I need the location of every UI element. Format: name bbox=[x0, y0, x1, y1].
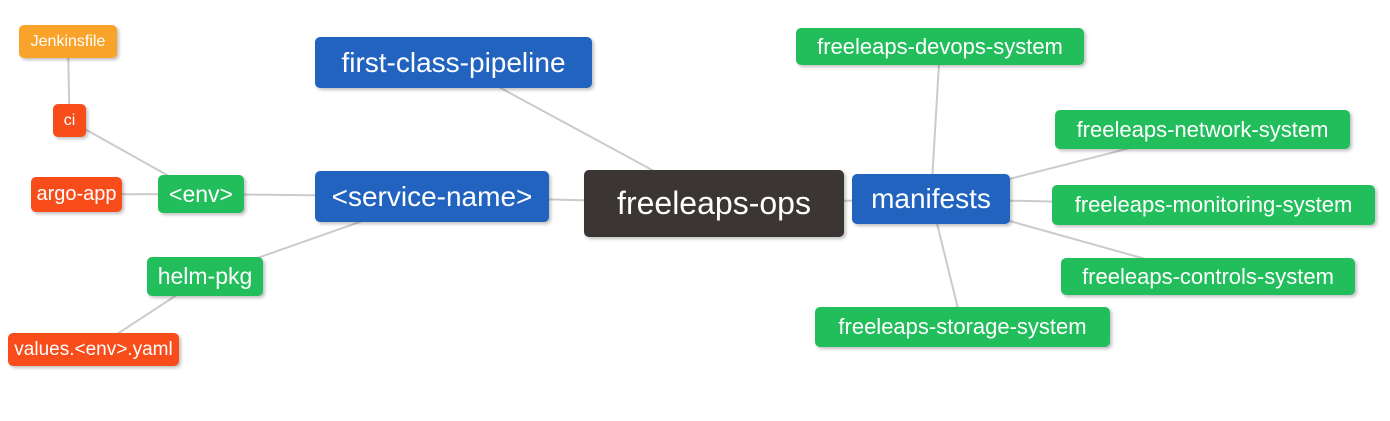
node-network-system[interactable]: freeleaps-network-system bbox=[1055, 110, 1350, 149]
node-monitoring-system[interactable]: freeleaps-monitoring-system bbox=[1052, 185, 1375, 225]
node-jenkinsfile[interactable]: Jenkinsfile bbox=[19, 25, 117, 58]
node-devops-system[interactable]: freeleaps-devops-system bbox=[796, 28, 1084, 65]
node-env[interactable]: <env> bbox=[158, 175, 244, 213]
node-service-name[interactable]: <service-name> bbox=[315, 171, 549, 222]
node-manifests[interactable]: manifests bbox=[852, 174, 1010, 224]
node-helm-pkg[interactable]: helm-pkg bbox=[147, 257, 263, 296]
node-ci[interactable]: ci bbox=[53, 104, 86, 137]
node-argo-app[interactable]: argo-app bbox=[31, 177, 122, 212]
edge-manifests-devops-system bbox=[930, 46, 941, 200]
node-values-env-yaml[interactable]: values.<env>.yaml bbox=[8, 333, 179, 366]
node-first-class-pipeline[interactable]: first-class-pipeline bbox=[315, 37, 592, 88]
node-controls-system[interactable]: freeleaps-controls-system bbox=[1061, 258, 1355, 295]
node-freeleaps-ops[interactable]: freeleaps-ops bbox=[584, 170, 844, 237]
node-storage-system[interactable]: freeleaps-storage-system bbox=[815, 307, 1110, 347]
